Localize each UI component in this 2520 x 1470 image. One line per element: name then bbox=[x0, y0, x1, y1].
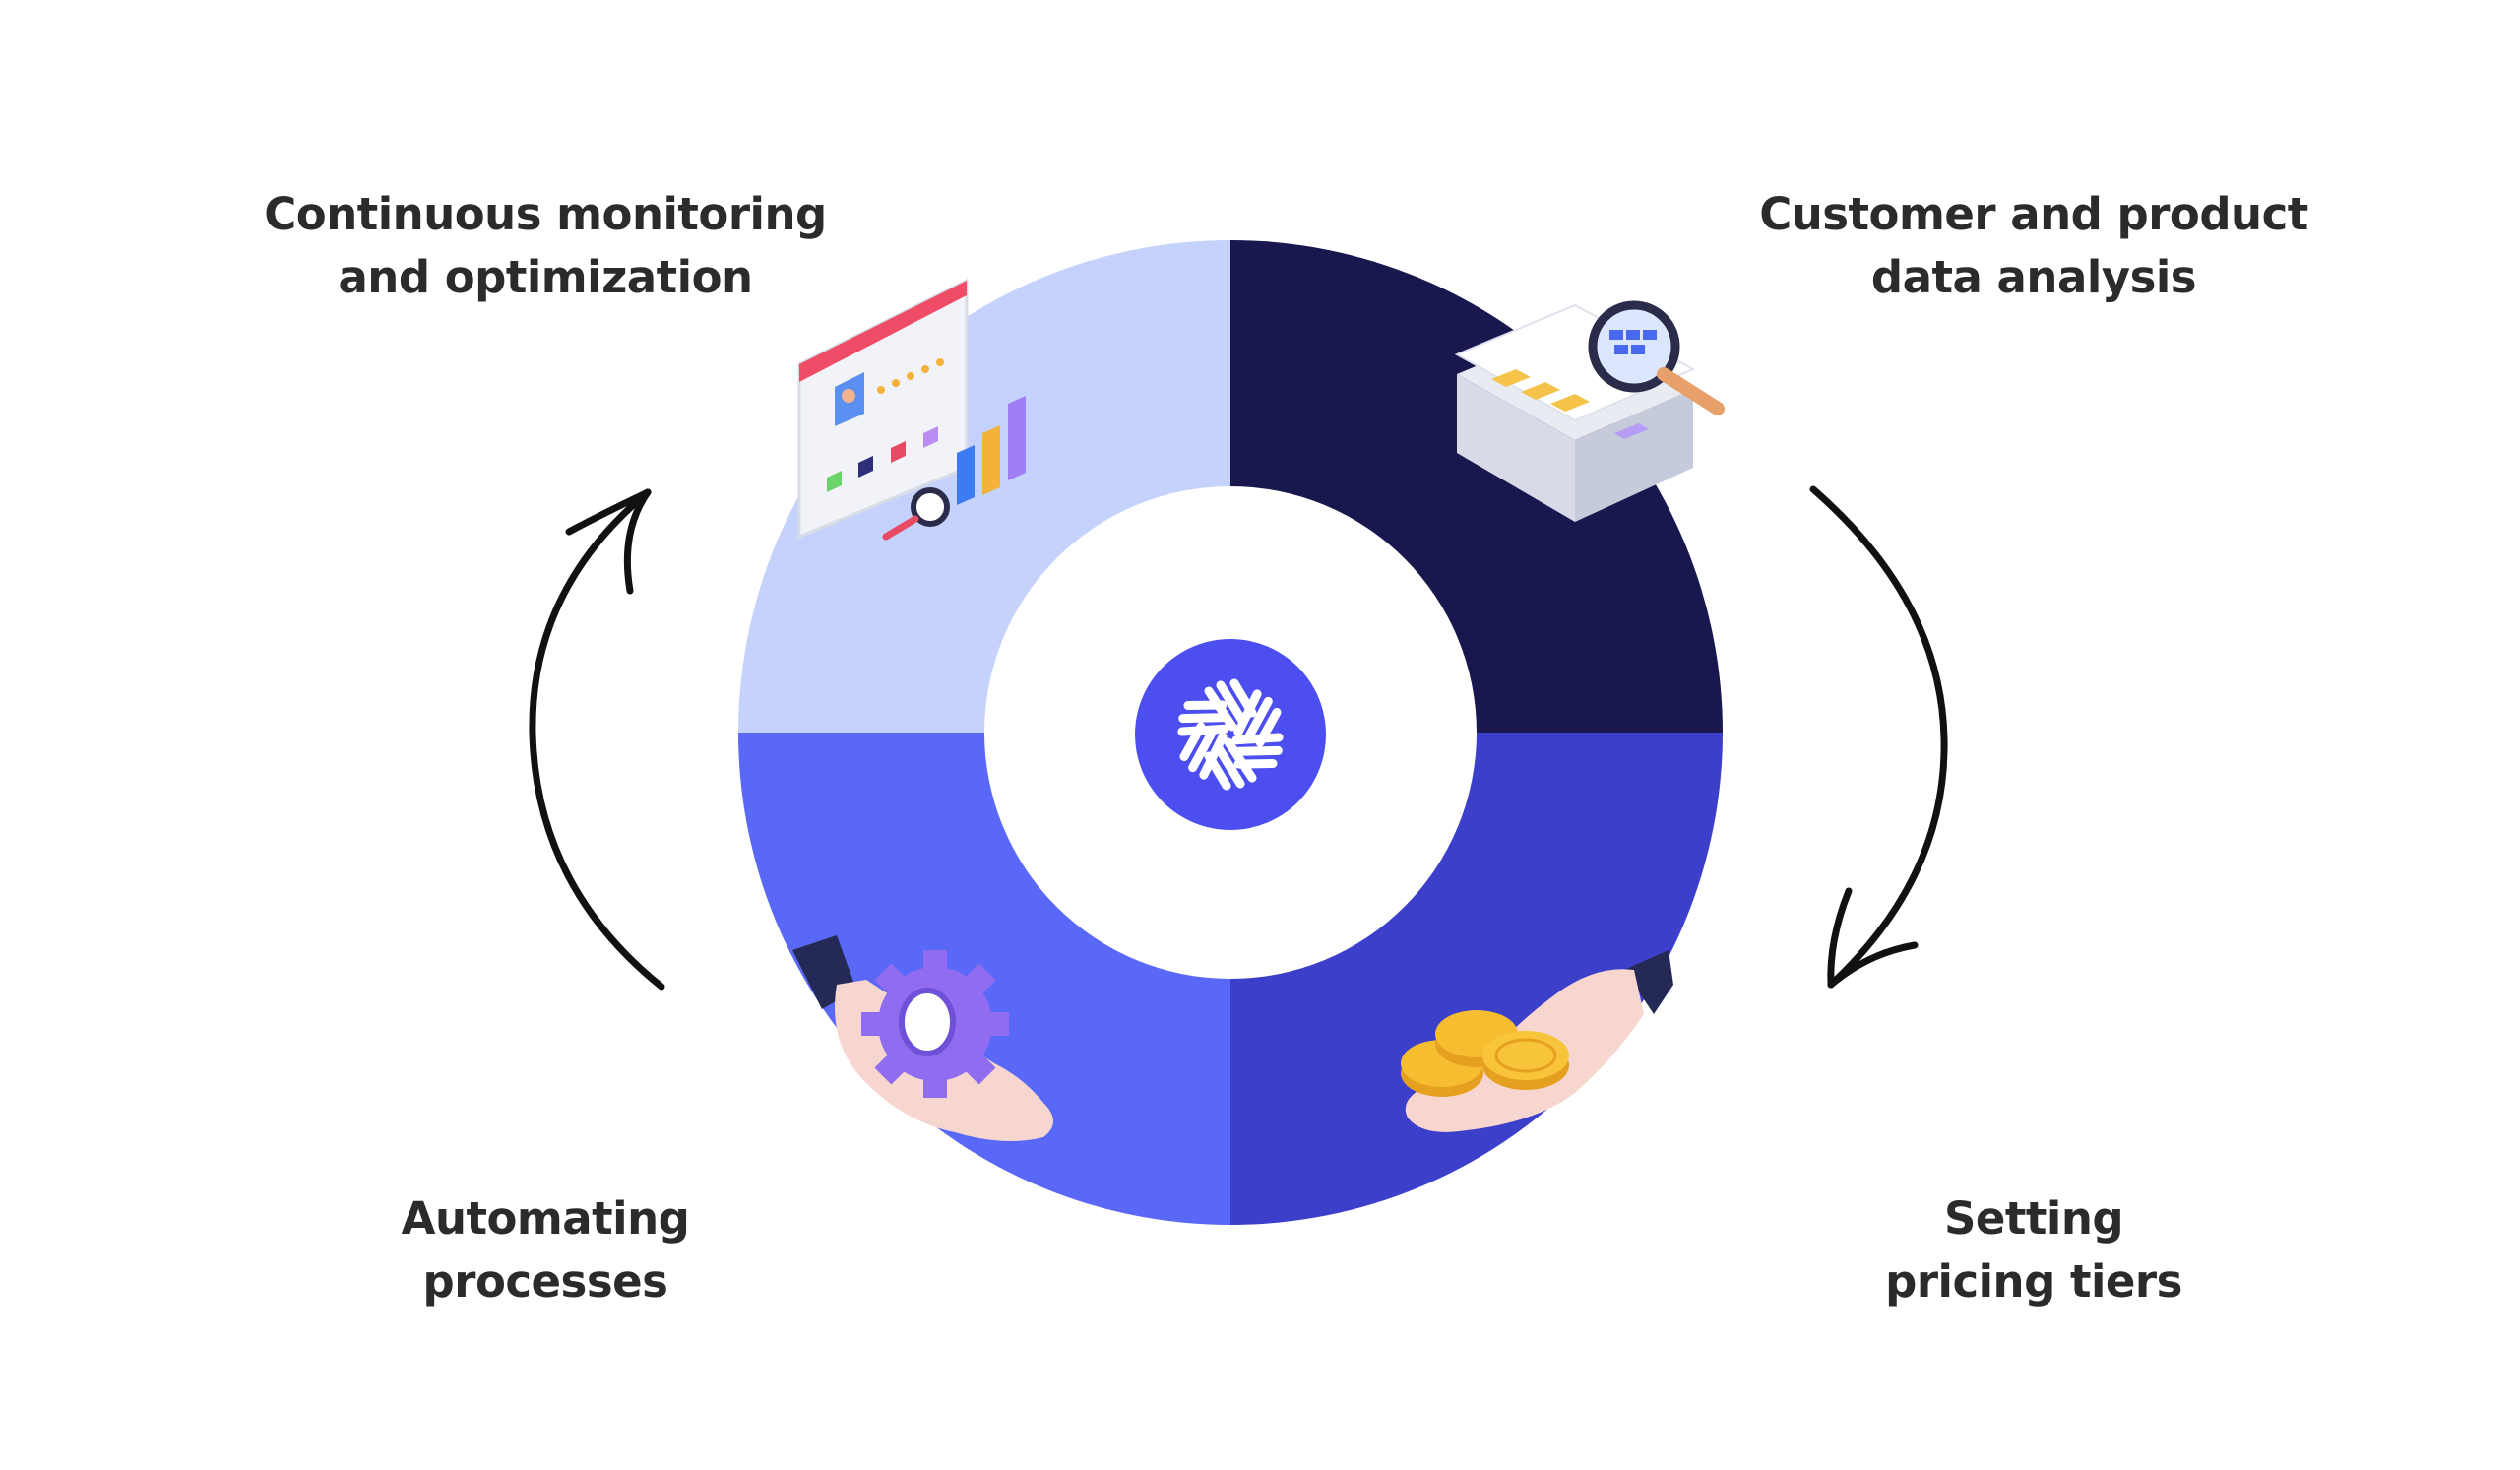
clockwise-up-arrow bbox=[529, 488, 665, 991]
hand-coins-icon bbox=[1401, 950, 1673, 1132]
stage-label-pricing: Setting pricing tiers bbox=[1689, 1187, 2378, 1313]
stage-label-automation-line1: Automating bbox=[401, 1192, 690, 1245]
clockwise-down-arrow bbox=[1809, 485, 1948, 989]
stage-label-monitoring: Continuous monitoring and optimization bbox=[201, 183, 890, 309]
stage-label-analysis-line2: data analysis bbox=[1870, 251, 2197, 303]
dashboard-analytics-icon bbox=[797, 278, 1026, 541]
hand-gear-icon bbox=[792, 935, 1053, 1141]
stage-label-monitoring-line2: and optimization bbox=[338, 251, 753, 303]
stage-label-analysis: Customer and product data analysis bbox=[1689, 183, 2378, 309]
stage-label-automation: Automating processes bbox=[201, 1187, 890, 1313]
spreadsheet-magnifier-icon bbox=[1454, 300, 1725, 522]
stage-label-monitoring-line1: Continuous monitoring bbox=[264, 188, 827, 240]
stage-label-pricing-line2: pricing tiers bbox=[1885, 1255, 2182, 1308]
stage-label-pricing-line1: Setting bbox=[1943, 1192, 2124, 1245]
stage-label-analysis-line1: Customer and product bbox=[1759, 188, 2308, 240]
snowflake-logo-icon bbox=[1135, 639, 1326, 830]
stage-label-automation-line2: processes bbox=[422, 1255, 668, 1308]
